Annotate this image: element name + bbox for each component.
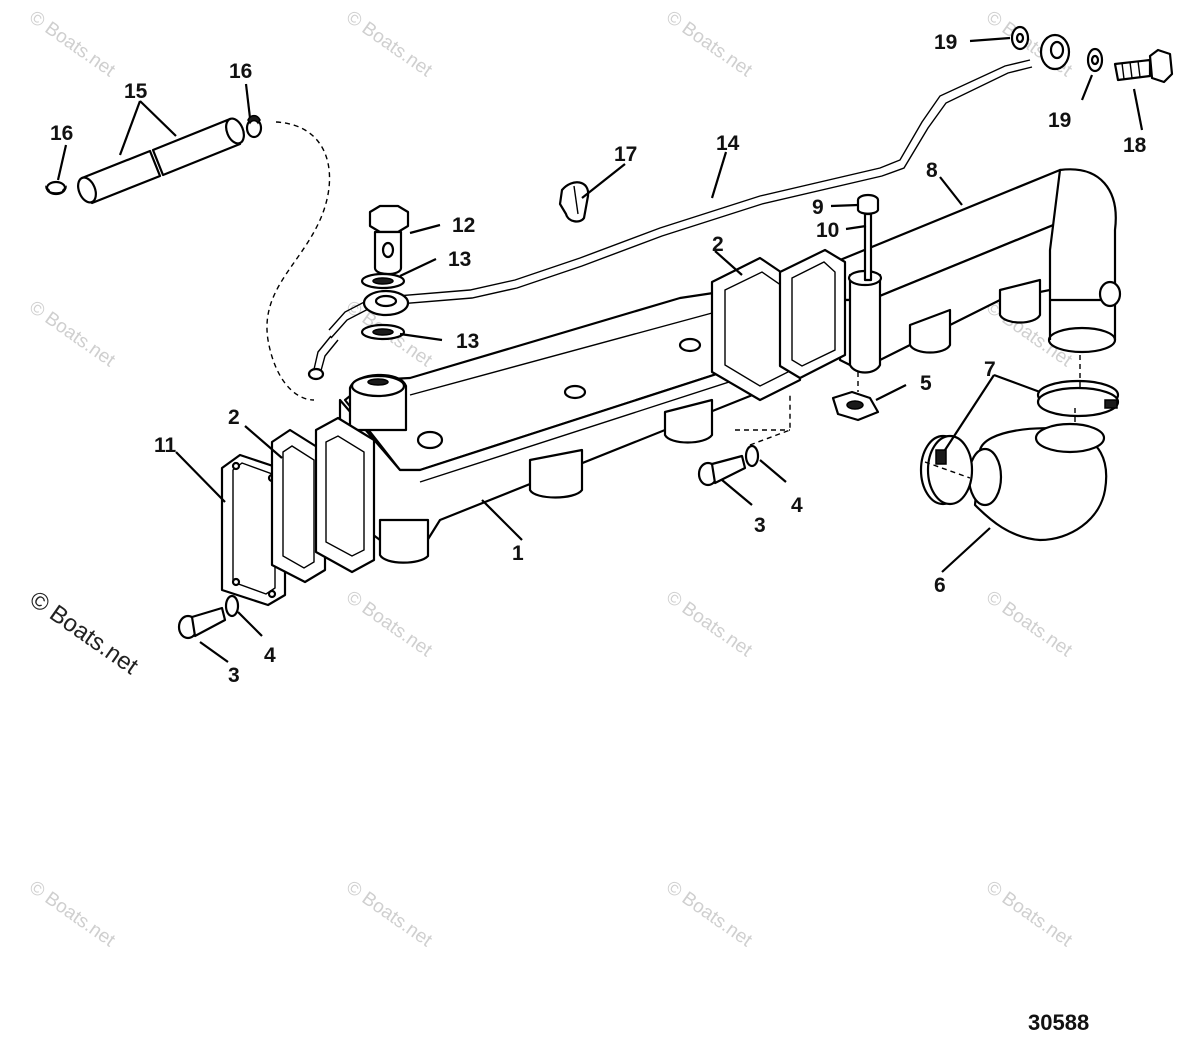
screw-part-9 bbox=[856, 193, 880, 215]
watermark: © Boats.net bbox=[982, 877, 1076, 952]
hose-routing-line bbox=[266, 121, 331, 401]
callout-10: 10 bbox=[816, 219, 839, 242]
bolt-part-3-right bbox=[697, 454, 747, 487]
callout-15: 15 bbox=[124, 80, 148, 103]
watermark: © Boats.net bbox=[662, 877, 756, 952]
callout-11: 11 bbox=[154, 434, 177, 457]
elbow-hose-part-6 bbox=[967, 422, 1108, 542]
watermark-main: © Boats.net bbox=[25, 586, 144, 680]
exhaust-manifold-part-1 bbox=[338, 284, 762, 564]
callout-9: 9 bbox=[812, 196, 824, 219]
hose-clamp-part-16-left bbox=[45, 180, 67, 196]
figure-number: 30588 bbox=[1028, 1010, 1089, 1035]
gasket-part-2-center bbox=[710, 248, 847, 402]
callout-7: 7 bbox=[984, 358, 996, 381]
watermark: © Boats.net bbox=[25, 297, 119, 372]
callout-19: 19 bbox=[934, 31, 957, 54]
watermark: © Boats.net bbox=[342, 587, 436, 662]
callout-17: 17 bbox=[614, 143, 637, 166]
callout-13: 13 bbox=[456, 330, 479, 353]
gasket-part-2-left bbox=[270, 428, 327, 584]
callout-16: 16 bbox=[229, 60, 252, 83]
callout-1: 1 bbox=[512, 542, 524, 565]
callout-4: 4 bbox=[264, 644, 276, 667]
callout-12: 12 bbox=[452, 214, 475, 237]
watermark: © Boats.net bbox=[982, 587, 1076, 662]
callout-18: 18 bbox=[1123, 134, 1147, 157]
callout-3: 3 bbox=[754, 514, 766, 537]
watermark: © Boats.net bbox=[342, 877, 436, 952]
bolt-part-18 bbox=[1113, 48, 1174, 84]
hose-part-15 bbox=[77, 117, 245, 205]
watermark: © Boats.net bbox=[25, 7, 119, 82]
callout-19: 19 bbox=[1048, 109, 1071, 132]
watermark: © Boats.net bbox=[25, 877, 119, 952]
leader-lines bbox=[56, 36, 1144, 663]
callout-8: 8 bbox=[926, 159, 938, 182]
watermark: © Boats.net bbox=[662, 587, 756, 662]
tube-part-10 bbox=[863, 212, 873, 282]
banjo-fitting bbox=[362, 289, 410, 317]
washer-part-19-right bbox=[1086, 47, 1104, 73]
gasket-part-5 bbox=[831, 390, 880, 422]
callout-13: 13 bbox=[448, 248, 471, 271]
callout-4: 4 bbox=[791, 494, 803, 517]
washer-part-4-right bbox=[744, 444, 760, 468]
banjo-eye-fitting bbox=[1039, 33, 1071, 71]
hose-clamp-part-7-top bbox=[1036, 379, 1120, 418]
callout-2: 2 bbox=[712, 233, 724, 256]
bolt-alignment-line bbox=[749, 395, 791, 446]
sealing-washer-part-13-bottom bbox=[360, 323, 406, 341]
watermark: © Boats.net bbox=[662, 7, 756, 82]
clip-part-17 bbox=[558, 181, 590, 223]
callout-16: 16 bbox=[50, 122, 73, 145]
callout-6: 6 bbox=[934, 574, 946, 597]
callout-labels: 1 2 2 3 3 4 4 5 6 7 8 9 10 11 12 13 13 1… bbox=[50, 31, 1147, 687]
callout-3: 3 bbox=[228, 664, 240, 687]
hose-clamp-part-16-right bbox=[245, 114, 263, 139]
callout-5: 5 bbox=[920, 372, 932, 395]
hose-clamp-part-7-bottom bbox=[919, 434, 974, 506]
sealing-washer-part-13-top bbox=[360, 272, 406, 290]
elbow-alignment-line bbox=[924, 461, 971, 479]
callout-2: 2 bbox=[228, 406, 240, 429]
exhaust-manifold-part-8 bbox=[838, 168, 1122, 374]
banjo-bolt-part-12 bbox=[368, 204, 410, 276]
callout-14: 14 bbox=[716, 132, 740, 155]
watermark: © Boats.net bbox=[342, 7, 436, 82]
washer-part-19-left bbox=[1010, 25, 1030, 51]
manifold-end-flange bbox=[314, 416, 376, 574]
bolt-part-3-left bbox=[177, 606, 227, 640]
end-cover-part-11 bbox=[220, 453, 287, 607]
washer-part-4-left bbox=[224, 594, 240, 618]
